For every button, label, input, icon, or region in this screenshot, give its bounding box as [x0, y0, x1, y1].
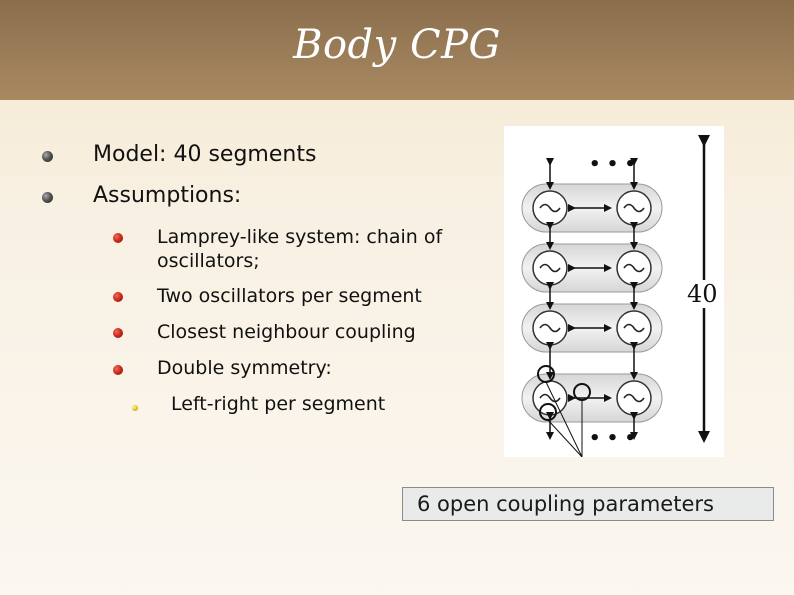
bullet-left-right: Left-right per segment: [171, 393, 386, 415]
left-right-couplings: [568, 204, 612, 402]
bullet-marker: [113, 292, 123, 302]
bullet-assumptions: Assumptions:: [93, 183, 242, 208]
bullet-closest-coupling: Closest neighbour coupling: [157, 321, 416, 343]
bullet-marker: [113, 365, 123, 375]
title-bar: Body CPG: [0, 0, 794, 100]
bullet-lamprey-line2: oscillators;: [157, 250, 260, 272]
bullet-marker: [132, 405, 138, 411]
bullet-lamprey-line1: Lamprey-like system: chain of: [157, 226, 443, 248]
bottom-ellipsis: • • •: [589, 428, 636, 449]
bullet-double-symmetry: Double symmetry:: [157, 357, 332, 379]
slide-title: Body CPG: [293, 22, 501, 68]
segment-count-label: 40: [685, 280, 720, 308]
oscillator-chain-diagram: • • •: [521, 135, 710, 458]
bullet-marker: [42, 151, 53, 162]
bullet-marker: [42, 192, 53, 203]
coupling-parameters-callout: 6 open coupling parameters: [402, 487, 774, 521]
callout-pointer-lines: [545, 381, 583, 458]
bullet-model: Model: 40 segments: [93, 142, 317, 167]
bullet-two-oscillators: Two oscillators per segment: [157, 285, 422, 307]
bullet-marker: [113, 233, 123, 243]
top-ellipsis: • • •: [589, 154, 636, 175]
neighbour-couplings: [546, 158, 638, 440]
oscillator-wave-icons: [539, 203, 645, 403]
bullet-marker: [113, 328, 123, 338]
